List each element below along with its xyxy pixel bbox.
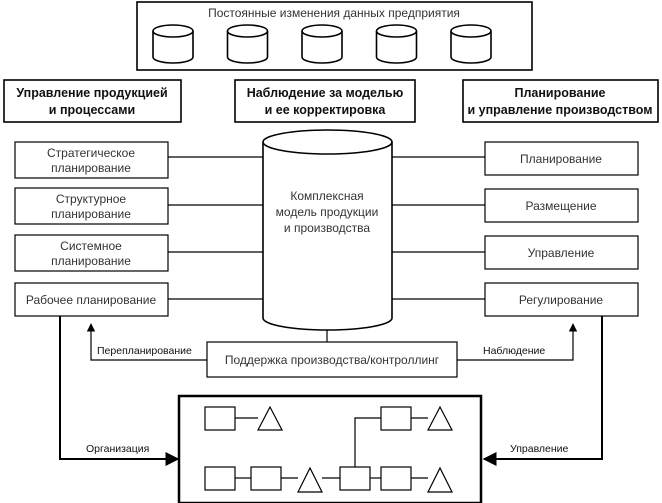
- replanning-arrow: Перепланирование: [86, 323, 207, 361]
- right-box-planning-label: Планирование: [520, 152, 602, 166]
- header-product-process: Управление продукцией и процессами: [3, 79, 182, 123]
- enterprise-data-box: Постоянные изменения данных предприятия: [136, 1, 533, 71]
- left-box-structural: Структурное планирование: [14, 187, 169, 225]
- database-icon: [301, 24, 343, 64]
- process-node: [427, 466, 453, 493]
- left-box-strategic: Стратегическое планирование: [14, 141, 169, 179]
- organization-arrow: Организация: [59, 316, 180, 466]
- right-box-regulation-label: Регулирование: [519, 293, 604, 307]
- left-box-strategic-line1: Стратегическое: [47, 146, 135, 160]
- left-box-working: Рабочее планирование: [14, 282, 169, 317]
- production-process-box: [177, 394, 483, 503]
- process-node: [297, 466, 323, 493]
- header-right-line1: Планирование: [514, 86, 605, 100]
- database-icon: [375, 24, 418, 64]
- right-box-control: Управление: [484, 235, 639, 270]
- replanning-label: Перепланирование: [97, 345, 192, 357]
- support-label: Поддержка производства/контроллинг: [225, 353, 440, 367]
- left-box-structural-line2: планирование: [51, 207, 131, 221]
- right-box-placement: Размещение: [484, 188, 639, 223]
- header-center-line2: и ее корректировка: [265, 103, 387, 117]
- left-box-working-line1: Рабочее планирование: [26, 293, 157, 307]
- organization-label: Организация: [86, 443, 149, 455]
- support-box: Поддержка производства/контроллинг: [206, 341, 458, 378]
- observation-arrow: Наблюдение: [457, 323, 578, 361]
- cylinder-line2: модель продукции: [276, 205, 379, 219]
- process-node: [380, 466, 412, 491]
- header-left-line1: Управление продукцией: [16, 86, 167, 100]
- left-box-system-line2: планирование: [51, 254, 131, 268]
- right-box-regulation: Регулирование: [484, 282, 639, 317]
- header-right-line2: и управление производством: [468, 103, 653, 117]
- left-box-system-line1: Системное: [60, 239, 122, 253]
- header-left-line2: и процессами: [49, 103, 135, 117]
- left-box-structural-line1: Структурное: [56, 192, 127, 206]
- cylinder-line1: Комплексная: [290, 189, 363, 203]
- left-box-system: Системное планирование: [14, 234, 169, 272]
- left-box-strategic-line2: планирование: [51, 161, 131, 175]
- header-center-line1: Наблюдение за моделью: [247, 86, 404, 100]
- database-icon: [450, 24, 492, 64]
- right-box-control-label: Управление: [528, 246, 595, 260]
- process-node: [250, 466, 282, 491]
- process-node: [204, 406, 236, 431]
- process-node: [204, 466, 236, 491]
- management-arrow: Управление: [482, 316, 603, 466]
- model-cylinder: Комплексная модель продукции и производс…: [262, 129, 393, 331]
- process-node: [427, 405, 453, 431]
- process-node: [339, 466, 371, 491]
- enterprise-data-title: Постоянные изменения данных предприятия: [208, 6, 460, 20]
- database-icon: [226, 24, 269, 64]
- right-box-planning: Планирование: [484, 141, 639, 176]
- process-node: [257, 405, 283, 431]
- cylinder-line3: и производства: [284, 221, 370, 235]
- header-production-planning: Планирование и управление производством: [462, 79, 659, 123]
- process-node: [380, 406, 412, 431]
- management-label: Управление: [510, 443, 569, 455]
- right-box-placement-label: Размещение: [526, 199, 597, 213]
- header-model-observation: Наблюдение за моделью и ее корректировка: [234, 79, 416, 123]
- database-icon: [152, 24, 194, 64]
- observation-label: Наблюдение: [483, 345, 545, 357]
